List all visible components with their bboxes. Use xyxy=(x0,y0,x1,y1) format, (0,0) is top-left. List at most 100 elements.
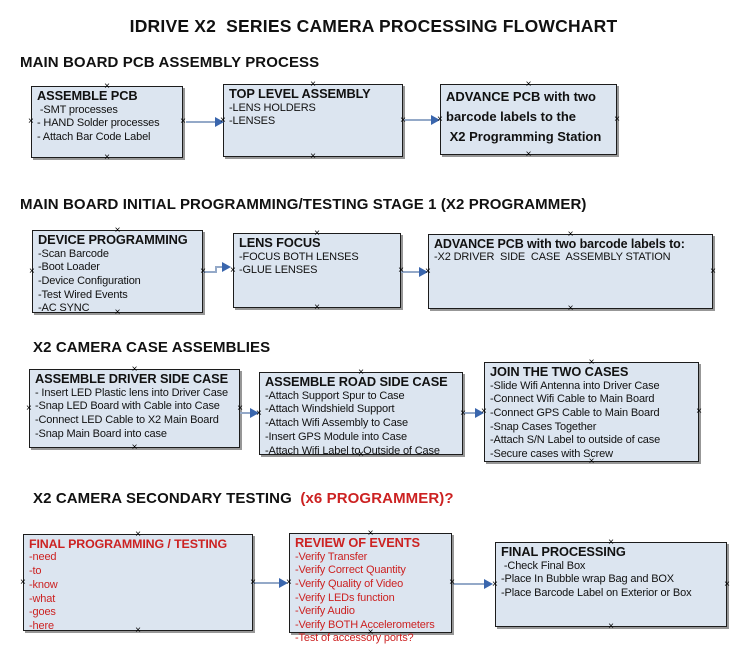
box-item: -Verify Audio xyxy=(295,605,355,618)
connection-point-icon: × xyxy=(26,402,32,414)
flow-box-assemble-pcb[interactable]: ×××× ASSEMBLE PCB -SMT processes - HAND … xyxy=(28,82,186,163)
box-item: -Boot Loader xyxy=(38,261,100,274)
box-title: REVIEW OF EVENTS xyxy=(295,535,420,550)
flow-box-join-the-two-cases[interactable]: ×××× JOIN THE TWO CASES -Slide Wifi Ante… xyxy=(481,358,702,467)
box-title: JOIN THE TWO CASES xyxy=(490,364,629,379)
box-item: -LENSES xyxy=(229,115,276,128)
connection-point-icon: × xyxy=(310,151,316,162)
section-heading-pcb-assembly: MAIN BOARD PCB ASSEMBLY PROCESS xyxy=(20,54,320,71)
connection-point-icon: × xyxy=(608,621,614,632)
box-item: -Test of accessory ports? xyxy=(295,632,414,645)
flow-box-final-programming-testing[interactable]: ×××× FINAL PROGRAMMING / TESTING -need -… xyxy=(20,530,256,636)
section-heading-case-assemblies: X2 CAMERA CASE ASSEMBLIES xyxy=(33,339,271,356)
box-item: - Attach Bar Code Label xyxy=(37,131,151,144)
connection-point-icon: × xyxy=(29,265,35,277)
box-item: -Secure cases with Screw xyxy=(490,447,613,460)
box-title: DEVICE PROGRAMMING xyxy=(38,232,188,247)
box-item: -Snap LED Board with Cable into Case xyxy=(35,400,220,413)
connector-arrow-driver-to-road[interactable] xyxy=(239,403,261,423)
connector-arrow-lensfocus-to-advance[interactable] xyxy=(399,262,431,282)
connection-point-icon: × xyxy=(104,152,110,163)
box-item: -LENS HOLDERS xyxy=(229,101,316,114)
box-item: -Verify Transfer xyxy=(295,550,368,563)
box-title: FINAL PROGRAMMING / TESTING xyxy=(29,537,228,551)
box-title: ADVANCE PCB with two barcode labels to: xyxy=(434,237,685,251)
box-item: -Attach Wifi Assembly to Case xyxy=(265,417,408,430)
flow-box-review-of-events[interactable]: ×××× REVIEW OF EVENTS -Verify Transfer -… xyxy=(286,529,455,645)
box-item: -Verify Correct Quantity xyxy=(295,564,406,577)
box-item: -SMT processes xyxy=(37,103,118,116)
connection-point-icon: × xyxy=(710,265,716,277)
connector-arrow-toplevel-to-advance[interactable] xyxy=(402,110,442,130)
flow-box-assemble-driver-side-case[interactable]: ×××× ASSEMBLE DRIVER SIDE CASE - Insert … xyxy=(26,365,243,453)
box-item: -X2 DRIVER SIDE CASE ASSEMBLY STATION xyxy=(434,251,671,264)
box-item: -Scan Barcode xyxy=(38,247,109,260)
heading-red-part: (x6 PROGRAMMER)? xyxy=(291,490,454,507)
connection-point-icon: × xyxy=(131,442,138,453)
box-title-line: barcode labels to the xyxy=(446,109,577,125)
section-heading-secondary-testing: X2 CAMERA SECONDARY TESTING (x6 PROGRAMM… xyxy=(33,490,454,507)
box-title: TOP LEVEL ASSEMBLY xyxy=(229,86,371,101)
box-item: -Verify LEDs function xyxy=(295,591,395,604)
box-item: - HAND Solder processes xyxy=(37,117,160,130)
box-item: -Check Final Box xyxy=(501,559,586,572)
box-item: -Verify BOTH Accelerometers xyxy=(295,618,435,631)
box-item: -FOCUS BOTH LENSES xyxy=(239,250,359,263)
box-item: -Test Wired Events xyxy=(38,288,128,301)
box-item: -Slide Wifi Antenna into Driver Case xyxy=(490,379,660,392)
box-item: -Connect LED Cable to X2 Main Board xyxy=(35,414,219,427)
flow-box-advance-pcb-driver-side-station[interactable]: ×××× ADVANCE PCB with two barcode labels… xyxy=(425,230,716,314)
box-item: -here xyxy=(29,620,54,633)
box-item: -Attach Wifi Label to Outside of Case xyxy=(265,444,440,457)
connection-point-icon: × xyxy=(724,578,730,590)
connector-arrow-finalprog-to-review[interactable] xyxy=(251,573,291,593)
box-title: ASSEMBLE PCB xyxy=(37,88,138,103)
box-title-line: X2 Programming Station xyxy=(446,129,602,145)
flow-box-lens-focus[interactable]: ×××× LENS FOCUS -FOCUS BOTH LENSES -GLUE… xyxy=(230,229,404,313)
connection-point-icon: × xyxy=(525,149,532,160)
box-item: -to xyxy=(29,565,42,578)
box-item: -Snap Main Board into case xyxy=(35,427,167,440)
box-item: -Place In Bubble wrap Bag and BOX xyxy=(501,573,674,586)
page-title: IDRIVE X2 SERIES CAMERA PROCESSING FLOWC… xyxy=(129,16,618,36)
connection-point-icon: × xyxy=(567,303,574,314)
connection-point-icon: × xyxy=(28,116,34,127)
connection-point-icon: × xyxy=(696,406,702,417)
box-item: -GLUE LENSES xyxy=(239,264,318,277)
box-title-line: ADVANCE PCB with two xyxy=(446,89,596,104)
connection-point-icon: × xyxy=(614,113,620,125)
section-heading-initial-programming: MAIN BOARD INITIAL PROGRAMMING/TESTING S… xyxy=(20,196,587,213)
box-item: -need xyxy=(29,551,57,564)
connector-arrow-road-to-join[interactable] xyxy=(461,403,487,423)
box-item: -Insert GPS Module into Case xyxy=(265,430,407,443)
box-item: -Connect GPS Cable to Main Board xyxy=(490,406,660,419)
box-item: -Attach S/N Label to outside of case xyxy=(490,434,661,447)
connector-arrow-review-to-finalproc[interactable] xyxy=(450,574,496,594)
connection-point-icon: × xyxy=(314,302,320,313)
connector-arrow-device-to-lensfocus[interactable] xyxy=(201,256,233,282)
box-item: -goes xyxy=(29,606,56,619)
box-title: LENS FOCUS xyxy=(239,235,321,250)
box-item: -Attach Support Spur to Case xyxy=(265,389,405,402)
flow-box-advance-pcb-programming-station[interactable]: ×××× ADVANCE PCB with two barcode labels… xyxy=(437,80,620,160)
box-item: - Insert LED Plastic lens into Driver Ca… xyxy=(35,386,228,399)
box-item: -what xyxy=(29,592,56,605)
box-item: -Place Barcode Label on Exterior or Box xyxy=(501,587,692,600)
flow-box-final-processing[interactable]: ×××× FINAL PROCESSING -Check Final Box -… xyxy=(492,538,730,632)
box-item: -Verify Quality of Video xyxy=(295,577,404,590)
box-title: ASSEMBLE ROAD SIDE CASE xyxy=(265,374,448,389)
connector-arrow-assemble-to-toplevel[interactable] xyxy=(183,112,227,132)
box-item: -Device Configuration xyxy=(38,274,141,287)
box-title: ASSEMBLE DRIVER SIDE CASE xyxy=(35,371,229,386)
box-item: -know xyxy=(29,578,58,591)
flow-box-top-level-assembly[interactable]: ×××× TOP LEVEL ASSEMBLY -LENS HOLDERS -L… xyxy=(220,80,406,162)
box-item: -Attach Windshield Support xyxy=(265,403,395,416)
flow-box-device-programming[interactable]: ×××× DEVICE PROGRAMMING -Scan Barcode -B… xyxy=(29,226,206,318)
flow-box-assemble-road-side-case[interactable]: ×××× ASSEMBLE ROAD SIDE CASE -Attach Sup… xyxy=(256,368,466,460)
box-title: FINAL PROCESSING xyxy=(501,544,626,559)
box-item: -Snap Cases Together xyxy=(490,420,597,433)
connection-point-icon: × xyxy=(20,576,26,588)
heading-black-part: X2 CAMERA SECONDARY TESTING xyxy=(33,490,292,507)
box-item: -Connect Wifi Cable to Main Board xyxy=(490,393,655,406)
